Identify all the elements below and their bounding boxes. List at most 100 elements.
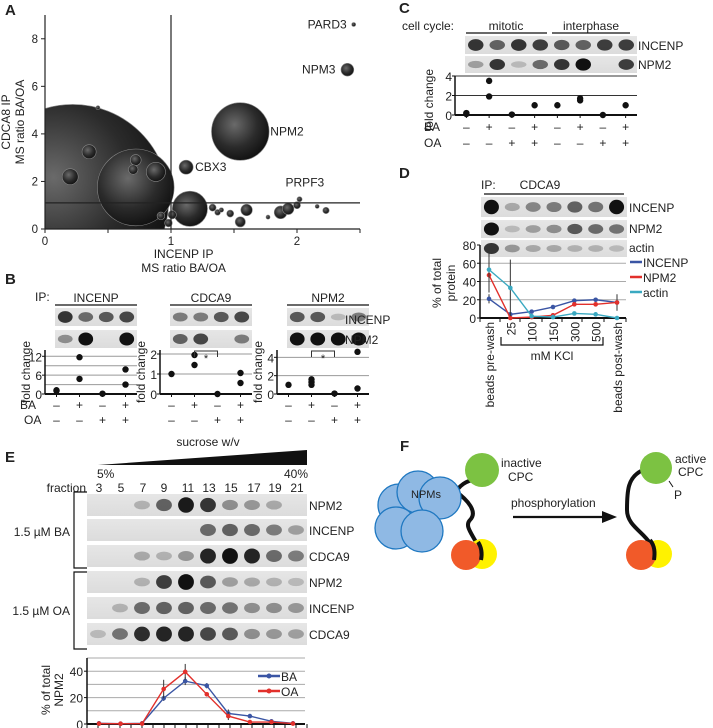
blot-band	[504, 225, 520, 233]
data-point-actin	[508, 285, 513, 291]
bubble	[322, 206, 330, 214]
condition-ba: 1.5 µM BA	[14, 525, 70, 539]
data-point	[76, 354, 83, 361]
ba-sign: +	[237, 398, 244, 412]
blot-label-incenp: INCENP	[309, 602, 354, 616]
blot-band	[504, 244, 520, 253]
oa-sign: +	[622, 136, 629, 150]
phosphate-p-label: P	[674, 488, 682, 502]
y-tick-label: 0	[267, 388, 274, 402]
oa-sign: –	[463, 136, 470, 150]
blot-band	[172, 333, 188, 345]
oa-sign: –	[486, 136, 493, 150]
data-point-oa	[118, 721, 123, 727]
condition-bracket-ba	[73, 491, 87, 569]
blot-band	[134, 602, 150, 614]
data-point	[354, 385, 361, 392]
x-label: 500	[590, 322, 604, 342]
y-tick-label: 4	[32, 129, 39, 141]
y-tick-label: 6	[32, 81, 38, 93]
bubble	[226, 209, 235, 218]
blot-incenp	[55, 308, 137, 326]
blot-band	[57, 311, 73, 323]
blot-incenp	[481, 197, 627, 217]
data-point	[485, 93, 493, 100]
blot-band	[244, 602, 260, 614]
ip-name: NPM2	[311, 291, 345, 305]
y-tick-label: 8	[32, 34, 38, 46]
blot-band	[468, 60, 484, 69]
data-point	[308, 381, 315, 389]
data-point-ba	[182, 678, 188, 684]
y-tick-label: 0	[469, 312, 476, 326]
oa-sign: +	[214, 413, 221, 427]
y-tick-label: 4	[445, 70, 452, 84]
oa-sign: –	[53, 413, 60, 427]
blot-band	[351, 312, 367, 322]
bubble	[218, 207, 224, 213]
blot-band	[134, 551, 150, 561]
significance-star: *	[204, 353, 209, 365]
blot-band	[546, 201, 562, 213]
blot-band	[266, 602, 282, 614]
blot-band	[222, 627, 238, 641]
x-label: beads post-wash	[611, 322, 625, 413]
blot-label-npm2: NPM2	[638, 58, 672, 72]
y-tick-label: 0	[32, 224, 38, 236]
blot-band	[567, 223, 583, 235]
data-point-oa	[247, 719, 253, 725]
oa-sign: +	[331, 413, 338, 427]
blot-npm2	[465, 56, 637, 73]
oa-sign: +	[354, 413, 361, 427]
label-pard3: PARD3	[308, 18, 347, 32]
oa-sign: +	[508, 136, 515, 150]
fraction-number: 7	[140, 481, 147, 495]
blot-band	[244, 500, 260, 510]
fraction-number: 21	[290, 481, 304, 495]
bubble-prpf3	[296, 196, 303, 203]
data-point-oa	[161, 686, 166, 692]
data-point-npm2	[614, 300, 620, 305]
blot-incenp	[87, 519, 307, 541]
blot-band	[310, 332, 326, 346]
ba-sign: –	[285, 398, 292, 412]
blot-band	[525, 244, 541, 253]
blot-band	[288, 577, 304, 587]
blot-band	[266, 629, 282, 639]
blot-band	[234, 334, 250, 344]
blot-npm2	[481, 220, 627, 238]
y-tick-label: 0	[150, 388, 157, 402]
data-point-incenp	[529, 309, 534, 314]
ba-sign: –	[554, 120, 561, 134]
bubble	[61, 168, 79, 185]
legend-actin: actin	[643, 286, 668, 300]
ba-sign: +	[308, 398, 315, 412]
ip-name: INCENP	[73, 291, 118, 305]
y-tick-label: 2	[445, 90, 452, 104]
oa-sign: –	[577, 136, 584, 150]
blot-band	[546, 244, 562, 253]
blot-npm2	[170, 330, 252, 348]
significance-bracket	[311, 350, 335, 357]
data-point	[168, 370, 175, 378]
group-interphase: interphase	[563, 19, 619, 33]
blot-label-incenp: INCENP	[638, 39, 683, 53]
y-axis-label: fold change	[422, 69, 436, 131]
series-line-ba	[98, 680, 294, 725]
data-point	[331, 390, 338, 397]
ba-sign: –	[600, 120, 607, 134]
blot-band	[90, 629, 106, 639]
blot-band	[112, 628, 128, 640]
bubble	[129, 154, 142, 166]
y-tick-label: 2	[267, 370, 274, 384]
blot-background	[481, 197, 627, 217]
blot-band	[57, 334, 73, 344]
blot-band	[200, 497, 216, 513]
blot-background	[170, 330, 252, 348]
data-point	[237, 379, 244, 387]
data-point	[622, 102, 629, 109]
blot-background	[481, 240, 627, 257]
blot-label-cdca9: CDCA9	[309, 628, 350, 642]
